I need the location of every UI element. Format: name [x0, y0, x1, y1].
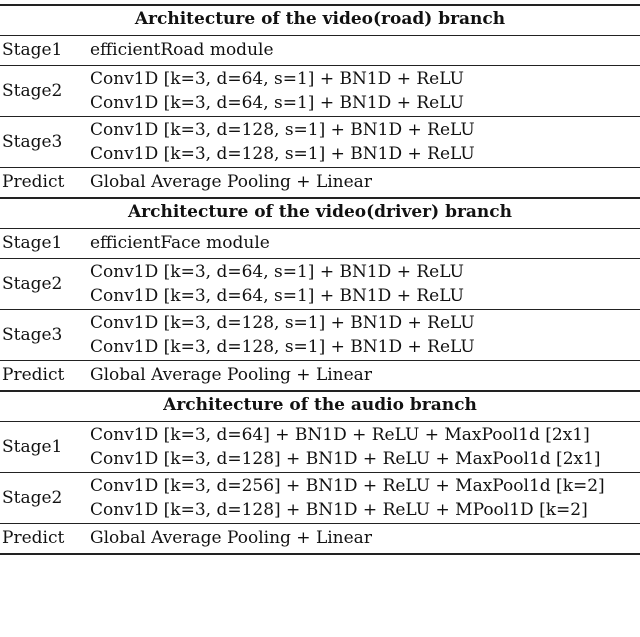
- table-rule: [0, 116, 640, 117]
- layer-line: Conv1D [k=3, d=64, s=1] + BN1D + ReLU: [90, 261, 464, 282]
- layer-line: Conv1D [k=3, d=128] + BN1D + ReLU + MPoo…: [90, 499, 588, 520]
- layer-line: Global Average Pooling + Linear: [90, 528, 372, 548]
- table-row: Stage2 Conv1D [k=3, d=256] + BN1D + ReLU …: [0, 472, 640, 523]
- table-row: Predict Global Average Pooling + Linear: [0, 523, 640, 553]
- table-rule: [0, 167, 640, 168]
- layer-line: Global Average Pooling + Linear: [90, 172, 372, 192]
- stage-label: Predict: [2, 528, 65, 548]
- stage-label: Stage1: [2, 233, 63, 253]
- stage-label: Predict: [2, 172, 65, 192]
- layer-description: Global Average Pooling + Linear: [90, 526, 372, 550]
- stage-label: Predict: [2, 365, 65, 385]
- layer-line: Global Average Pooling + Linear: [90, 365, 372, 385]
- layer-description: efficientFace module: [90, 231, 270, 255]
- section-title: Architecture of the audio branch: [163, 395, 477, 415]
- section-title: Architecture of the video(road) branch: [134, 9, 506, 29]
- table-rule: [0, 197, 640, 199]
- layer-line: Conv1D [k=3, d=128, s=1] + BN1D + ReLU: [90, 143, 475, 164]
- table-rule: [0, 258, 640, 259]
- table-rule: [0, 390, 640, 392]
- table-row: Stage1 efficientFace module: [0, 228, 640, 258]
- layer-description: Conv1D [k=3, d=256] + BN1D + ReLU + MaxP…: [90, 474, 605, 522]
- layer-description: Conv1D [k=3, d=128, s=1] + BN1D + ReLU Co…: [90, 311, 475, 359]
- stage-label: Stage2: [2, 487, 63, 508]
- stage-label: Stage2: [2, 80, 63, 101]
- table-row: Predict Global Average Pooling + Linear: [0, 360, 640, 390]
- layer-line: Conv1D [k=3, d=128, s=1] + BN1D + ReLU: [90, 312, 475, 333]
- layer-line: Conv1D [k=3, d=64, s=1] + BN1D + ReLU: [90, 285, 464, 306]
- stage-label: Stage3: [2, 324, 63, 345]
- table-rule: [0, 228, 640, 229]
- layer-line: efficientFace module: [90, 233, 270, 253]
- table-rule: [0, 421, 640, 422]
- layer-line: Conv1D [k=3, d=128] + BN1D + ReLU + MaxP…: [90, 448, 601, 469]
- table-rule: [0, 523, 640, 524]
- layer-line: Conv1D [k=3, d=128, s=1] + BN1D + ReLU: [90, 336, 475, 357]
- table-row: Stage1 efficientRoad module: [0, 35, 640, 65]
- layer-line: efficientRoad module: [90, 40, 274, 60]
- table-rule: [0, 360, 640, 361]
- stage-label: Stage1: [2, 436, 63, 457]
- layer-description: Global Average Pooling + Linear: [90, 170, 372, 194]
- layer-description: Conv1D [k=3, d=64, s=1] + BN1D + ReLU Con…: [90, 260, 464, 308]
- layer-line: Conv1D [k=3, d=64, s=1] + BN1D + ReLU: [90, 92, 464, 113]
- stage-label: Stage3: [2, 131, 63, 152]
- layer-description: efficientRoad module: [90, 38, 274, 62]
- table-rule: [0, 309, 640, 310]
- table-rule: [0, 65, 640, 66]
- layer-description: Conv1D [k=3, d=64, s=1] + BN1D + ReLU Con…: [90, 67, 464, 115]
- table-rule: [0, 553, 640, 555]
- layer-line: Conv1D [k=3, d=64, s=1] + BN1D + ReLU: [90, 68, 464, 89]
- table-rule: [0, 35, 640, 36]
- stage-label: Stage1: [2, 40, 63, 60]
- table-row: Predict Global Average Pooling + Linear: [0, 167, 640, 197]
- layer-line: Conv1D [k=3, d=128, s=1] + BN1D + ReLU: [90, 119, 475, 140]
- layer-description: Conv1D [k=3, d=128, s=1] + BN1D + ReLU Co…: [90, 118, 475, 166]
- section-title: Architecture of the video(driver) branch: [127, 202, 513, 222]
- stage-label: Stage2: [2, 273, 63, 294]
- layer-line: Conv1D [k=3, d=256] + BN1D + ReLU + MaxP…: [90, 475, 605, 496]
- table-rule: [0, 472, 640, 473]
- layer-line: Conv1D [k=3, d=64] + BN1D + ReLU + MaxPo…: [90, 424, 590, 445]
- layer-description: Global Average Pooling + Linear: [90, 363, 372, 387]
- table-row: Stage1 Conv1D [k=3, d=64] + BN1D + ReLU +…: [0, 421, 640, 472]
- layer-description: Conv1D [k=3, d=64] + BN1D + ReLU + MaxPo…: [90, 423, 601, 471]
- table-rule: [0, 4, 640, 6]
